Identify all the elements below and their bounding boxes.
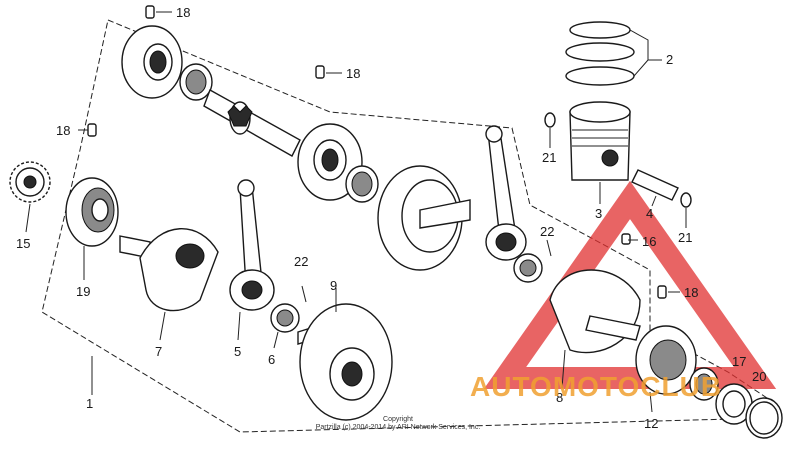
piston-pin — [631, 169, 679, 201]
callout-15: 15 — [16, 236, 30, 251]
callout-19: 19 — [76, 284, 90, 299]
callout-21b: 21 — [678, 230, 692, 245]
callout-18d: 18 — [684, 285, 698, 300]
callout-17: 17 — [732, 354, 746, 369]
piston-rings — [565, 21, 635, 86]
callout-9: 9 — [330, 278, 337, 293]
ball-bearing-left — [65, 177, 119, 247]
copyright-line-2: Partzilla (c) 2004-2014 by ARI Network S… — [316, 424, 481, 431]
needle-bearing-right — [513, 253, 543, 283]
pin-22-left — [301, 285, 307, 303]
callout-8: 8 — [556, 390, 563, 405]
callout-20: 20 — [752, 369, 766, 384]
callout-18a: 18 — [176, 5, 190, 20]
watermark-text: AUTOMOTOCLUB — [470, 371, 722, 402]
connecting-rod-right — [485, 125, 527, 261]
crank-pin-shaft — [203, 88, 301, 157]
bearing-lower-right — [635, 325, 697, 395]
callout-3: 3 — [595, 206, 602, 221]
copyright-line-1: Copyright — [383, 416, 413, 423]
snap-ring — [745, 397, 783, 439]
piston — [569, 101, 631, 181]
circlip-right — [680, 192, 692, 208]
callout-21a: 21 — [542, 150, 556, 165]
needle-bearing-lower-right — [689, 367, 719, 401]
callout-16: 16 — [642, 234, 656, 249]
left-crank-half — [119, 228, 219, 312]
callout-22a: 22 — [294, 254, 308, 269]
needle-bearing-top — [179, 63, 213, 101]
needle-bearing-left — [270, 303, 300, 333]
callout-labels: 18 18 18 18 16 2 21 21 3 4 15 19 7 5 6 2… — [16, 5, 766, 431]
callout-22b: 22 — [540, 224, 554, 239]
upper-flywheel — [121, 25, 183, 99]
callout-12: 12 — [644, 416, 658, 431]
right-crank-half — [377, 165, 471, 271]
callout-6: 6 — [268, 352, 275, 367]
gear — [9, 161, 51, 203]
callout-18c: 18 — [56, 123, 70, 138]
callout-2: 2 — [666, 52, 673, 67]
circlip-left — [544, 112, 556, 128]
lower-flywheel — [297, 303, 393, 421]
callout-1: 1 — [86, 396, 93, 411]
callout-7: 7 — [155, 344, 162, 359]
pin-22-right — [546, 239, 552, 257]
dowel-pins — [87, 5, 667, 299]
connecting-rod-left — [229, 179, 275, 311]
leader-lines — [25, 11, 687, 413]
oil-seal — [715, 383, 753, 425]
callout-4: 4 — [646, 206, 653, 221]
callout-18b: 18 — [346, 66, 360, 81]
needle-bearing-mid — [345, 165, 379, 203]
right-crank-lower — [549, 269, 641, 354]
callout-5: 5 — [234, 344, 241, 359]
